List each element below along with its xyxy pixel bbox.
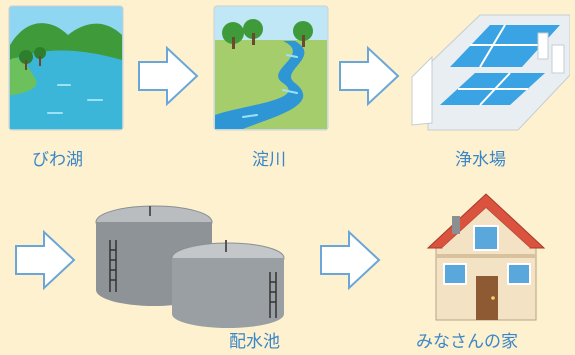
house-illustration <box>420 186 550 326</box>
label-lake: びわ湖 <box>32 150 83 170</box>
label-home: みなさんの家 <box>416 332 518 352</box>
label-reservoir: 配水池 <box>229 332 280 352</box>
purification-plant-illustration <box>410 5 570 135</box>
reservoir-illustration <box>88 200 288 330</box>
label-river: 淀川 <box>252 150 286 170</box>
river-illustration <box>213 5 329 131</box>
arrow-right-icon <box>14 229 76 291</box>
arrow-right-icon <box>319 229 381 291</box>
arrow-right-icon <box>338 45 400 107</box>
lake-illustration <box>8 5 124 131</box>
label-plant: 浄水場 <box>455 150 506 170</box>
arrow-right-icon <box>137 45 199 107</box>
